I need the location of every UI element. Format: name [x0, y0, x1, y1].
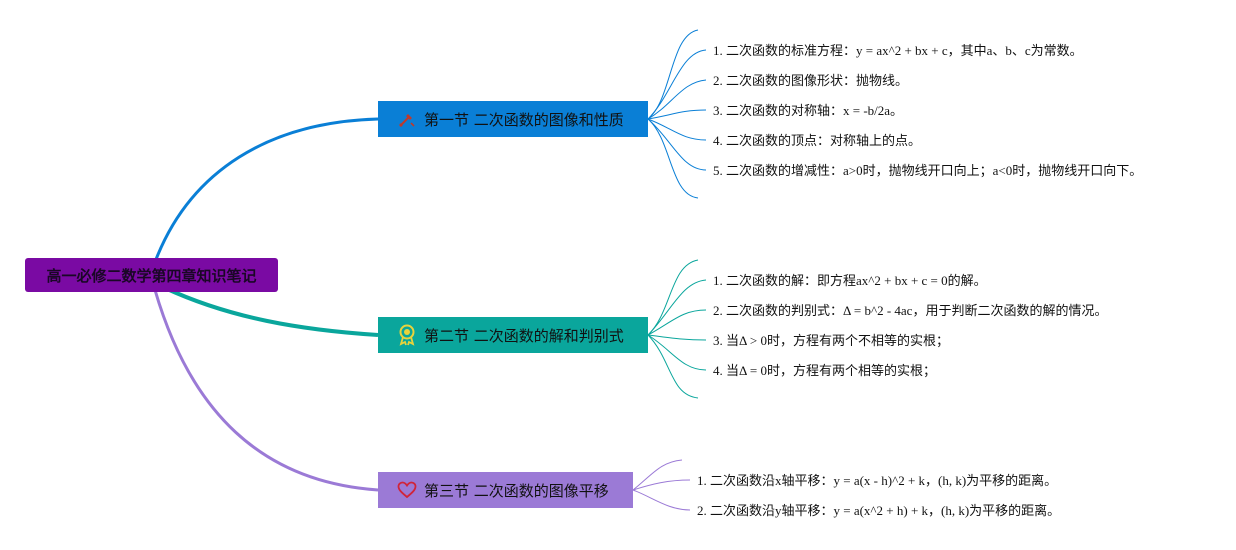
pen-tool-icon [396, 108, 418, 130]
branch-1-label: 第一节 二次函数的图像和性质 [424, 110, 624, 129]
branch-3-label: 第三节 二次函数的图像平移 [424, 481, 609, 500]
branch-topic-2[interactable]: 第二节 二次函数的解和判别式 [378, 317, 648, 353]
leaf-3-2[interactable]: 2. 二次函数沿y轴平移：y = a(x^2 + h) + k，(h, k)为平… [697, 503, 1061, 518]
heart-icon [396, 479, 418, 501]
leaf-1-3[interactable]: 3. 二次函数的对称轴：x = -b/2a。 [713, 103, 904, 118]
award-ribbon-icon [396, 324, 418, 346]
leaf-1-2[interactable]: 2. 二次函数的图像形状：抛物线。 [713, 73, 909, 88]
branch2-leaf-links [647, 259, 707, 399]
root-to-branch3-link [153, 289, 379, 492]
leaf-2-3[interactable]: 3. 当Δ > 0时，方程有两个不相等的实根； [713, 333, 949, 348]
branch-topic-1[interactable]: 第一节 二次函数的图像和性质 [378, 101, 648, 137]
leaf-1-5[interactable]: 5. 二次函数的增减性：a>0时，抛物线开口向上；a<0时，抛物线开口向下。 [713, 163, 1143, 178]
root-to-branch1-link [153, 117, 379, 263]
root-to-branch2-link [164, 286, 379, 337]
branch-topic-3[interactable]: 第三节 二次函数的图像平移 [378, 472, 633, 508]
branch-2-label: 第二节 二次函数的解和判别式 [424, 326, 624, 345]
leaf-3-1[interactable]: 1. 二次函数沿x轴平移：y = a(x - h)^2 + k，(h, k)为平… [697, 473, 1058, 488]
leaf-2-2[interactable]: 2. 二次函数的判别式：Δ = b^2 - 4ac，用于判断二次函数的解的情况。 [713, 303, 1108, 318]
leaf-1-1[interactable]: 1. 二次函数的标准方程：y = ax^2 + bx + c，其中a、b、c为常… [713, 43, 1083, 58]
leaf-1-4[interactable]: 4. 二次函数的顶点：对称轴上的点。 [713, 133, 922, 148]
branch3-leaf-links [632, 459, 691, 511]
branch1-leaf-links [647, 29, 707, 199]
root-topic[interactable]: 高一必修二数学第四章知识笔记 [25, 258, 278, 292]
leaf-2-4[interactable]: 4. 当Δ = 0时，方程有两个相等的实根； [713, 363, 936, 378]
leaf-2-1[interactable]: 1. 二次函数的解：即方程ax^2 + bx + c = 0的解。 [713, 273, 987, 288]
